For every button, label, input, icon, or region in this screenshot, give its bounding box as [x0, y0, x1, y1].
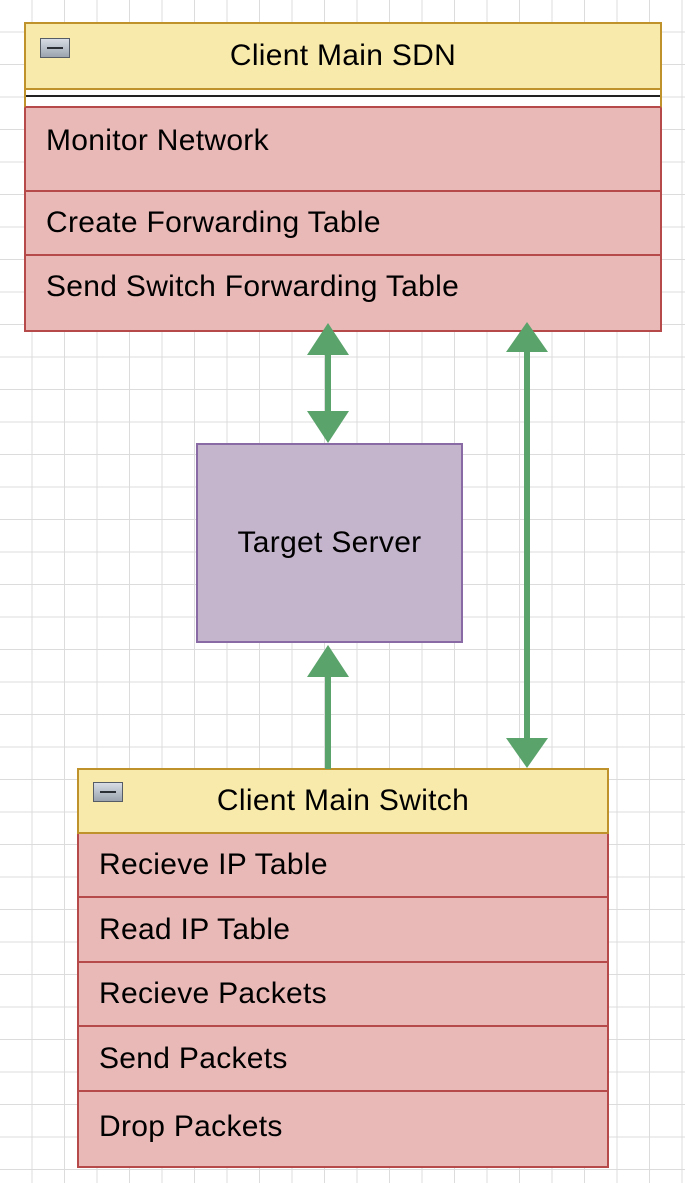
sdn-operation-monitor-network[interactable]: Monitor Network [24, 108, 662, 192]
switch-operation-recieve-ip-table[interactable]: Recieve IP Table [77, 834, 609, 898]
sdn-class-title: Client Main SDN [229, 39, 457, 72]
collapse-minus-icon[interactable] [93, 782, 123, 802]
sdn-attributes-divider [24, 90, 662, 108]
switch-server-arrowhead-up [307, 645, 349, 677]
sdn-operation-create-forwarding-table[interactable]: Create Forwarding Table [24, 192, 662, 256]
sdn-class-header[interactable]: Client Main SDN [24, 22, 662, 90]
sdn-operation-label: Create Forwarding Table [46, 206, 381, 239]
switch-server-connector-line [325, 670, 331, 769]
client-main-sdn-class[interactable]: Client Main SDN Monitor Network Create F… [24, 22, 662, 332]
sdn-server-arrowhead-down [307, 411, 349, 443]
switch-operation-label: Read IP Table [99, 912, 291, 946]
switch-class-title: Client Main Switch [216, 784, 470, 817]
sdn-operation-label: Send Switch Forwarding Table [46, 270, 460, 303]
target-server-label: Target Server [237, 526, 422, 559]
switch-operation-drop-packets[interactable]: Drop Packets [77, 1092, 609, 1168]
sdn-server-connector-line [325, 355, 331, 415]
target-server-node[interactable]: Target Server [196, 443, 463, 643]
switch-operation-label: Recieve IP Table [99, 848, 328, 881]
sdn-operation-label: Monitor Network [46, 124, 269, 157]
sdn-switch-connector-line [524, 350, 530, 745]
sdn-server-arrowhead-up [307, 323, 349, 355]
sdn-switch-arrowhead-down [506, 738, 548, 768]
switch-operation-recieve-packets[interactable]: Recieve Packets [77, 963, 609, 1027]
switch-operation-send-packets[interactable]: Send Packets [77, 1027, 609, 1092]
sdn-operation-send-switch-forwarding-table[interactable]: Send Switch Forwarding Table [24, 256, 662, 332]
switch-class-header[interactable]: Client Main Switch [77, 768, 609, 834]
switch-operation-read-ip-table[interactable]: Read IP Table [77, 898, 609, 963]
switch-operation-label: Send Packets [99, 1041, 288, 1075]
switch-operation-label: Drop Packets [99, 1110, 283, 1143]
collapse-minus-icon[interactable] [40, 38, 70, 58]
sdn-switch-arrowhead-up [506, 322, 548, 352]
client-main-switch-class[interactable]: Client Main Switch Recieve IP Table Read… [77, 768, 609, 1168]
switch-operation-label: Recieve Packets [99, 977, 327, 1010]
